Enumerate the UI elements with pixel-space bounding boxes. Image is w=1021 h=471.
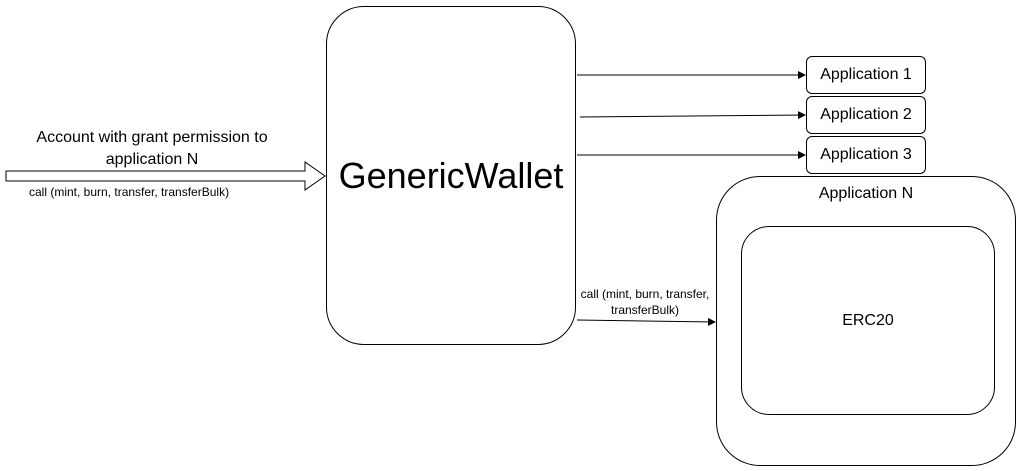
application-2-label: Application 2 — [820, 106, 912, 123]
wallet-to-appn-arrow — [576, 317, 716, 326]
application-3-node: Application 3 — [806, 136, 926, 174]
application-1-label: Application 1 — [820, 66, 912, 83]
erc20-node: ERC20 — [741, 226, 995, 415]
account-permission-label: Account with grant permission to applica… — [36, 129, 268, 168]
erc20-label: ERC20 — [842, 311, 894, 329]
call-label-right: call (mint, burn, transfer, transferBulk… — [580, 287, 710, 317]
application-3-label: Application 3 — [820, 146, 912, 163]
application-n-label: Application N — [818, 185, 914, 202]
generic-wallet-label: GenericWallet — [338, 154, 564, 196]
application-2-node: Application 2 — [806, 96, 926, 134]
account-to-wallet-arrow — [5, 161, 326, 191]
wallet-to-app2-arrow — [579, 111, 806, 120]
generic-wallet-node: GenericWallet — [326, 6, 576, 345]
application-1-node: Application 1 — [806, 56, 926, 94]
call-label-left: call (mint, burn, transfer, transferBulk… — [29, 185, 230, 199]
